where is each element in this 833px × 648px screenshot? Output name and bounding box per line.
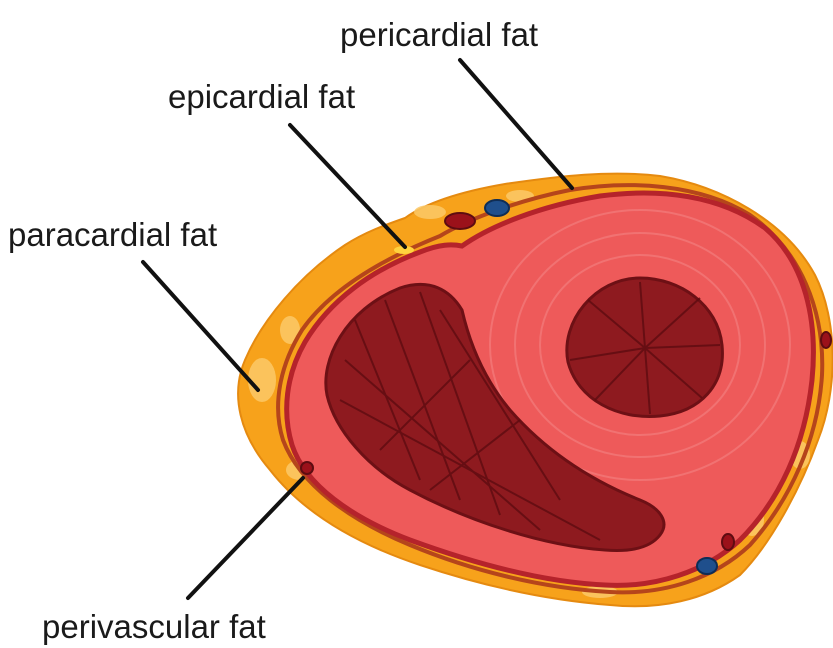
label-paracardial-fat: paracardial fat [8, 216, 217, 253]
leader-pericardial [460, 60, 572, 188]
label-pericardial-fat: pericardial fat [340, 16, 538, 53]
vessel-artery-top [445, 213, 475, 229]
vessel-artery-edge [821, 332, 831, 348]
vessel-vein-top [485, 200, 509, 216]
label-epicardial-fat: epicardial fat [168, 78, 355, 115]
vessel-artery-left [301, 462, 313, 474]
leader-epicardial [290, 125, 405, 247]
vessel-artery-right [722, 534, 734, 550]
leader-paracardial [143, 262, 258, 390]
vessel-vein-right [697, 558, 717, 574]
label-perivascular-fat: perivascular fat [42, 608, 266, 645]
leader-perivascular [188, 478, 303, 598]
